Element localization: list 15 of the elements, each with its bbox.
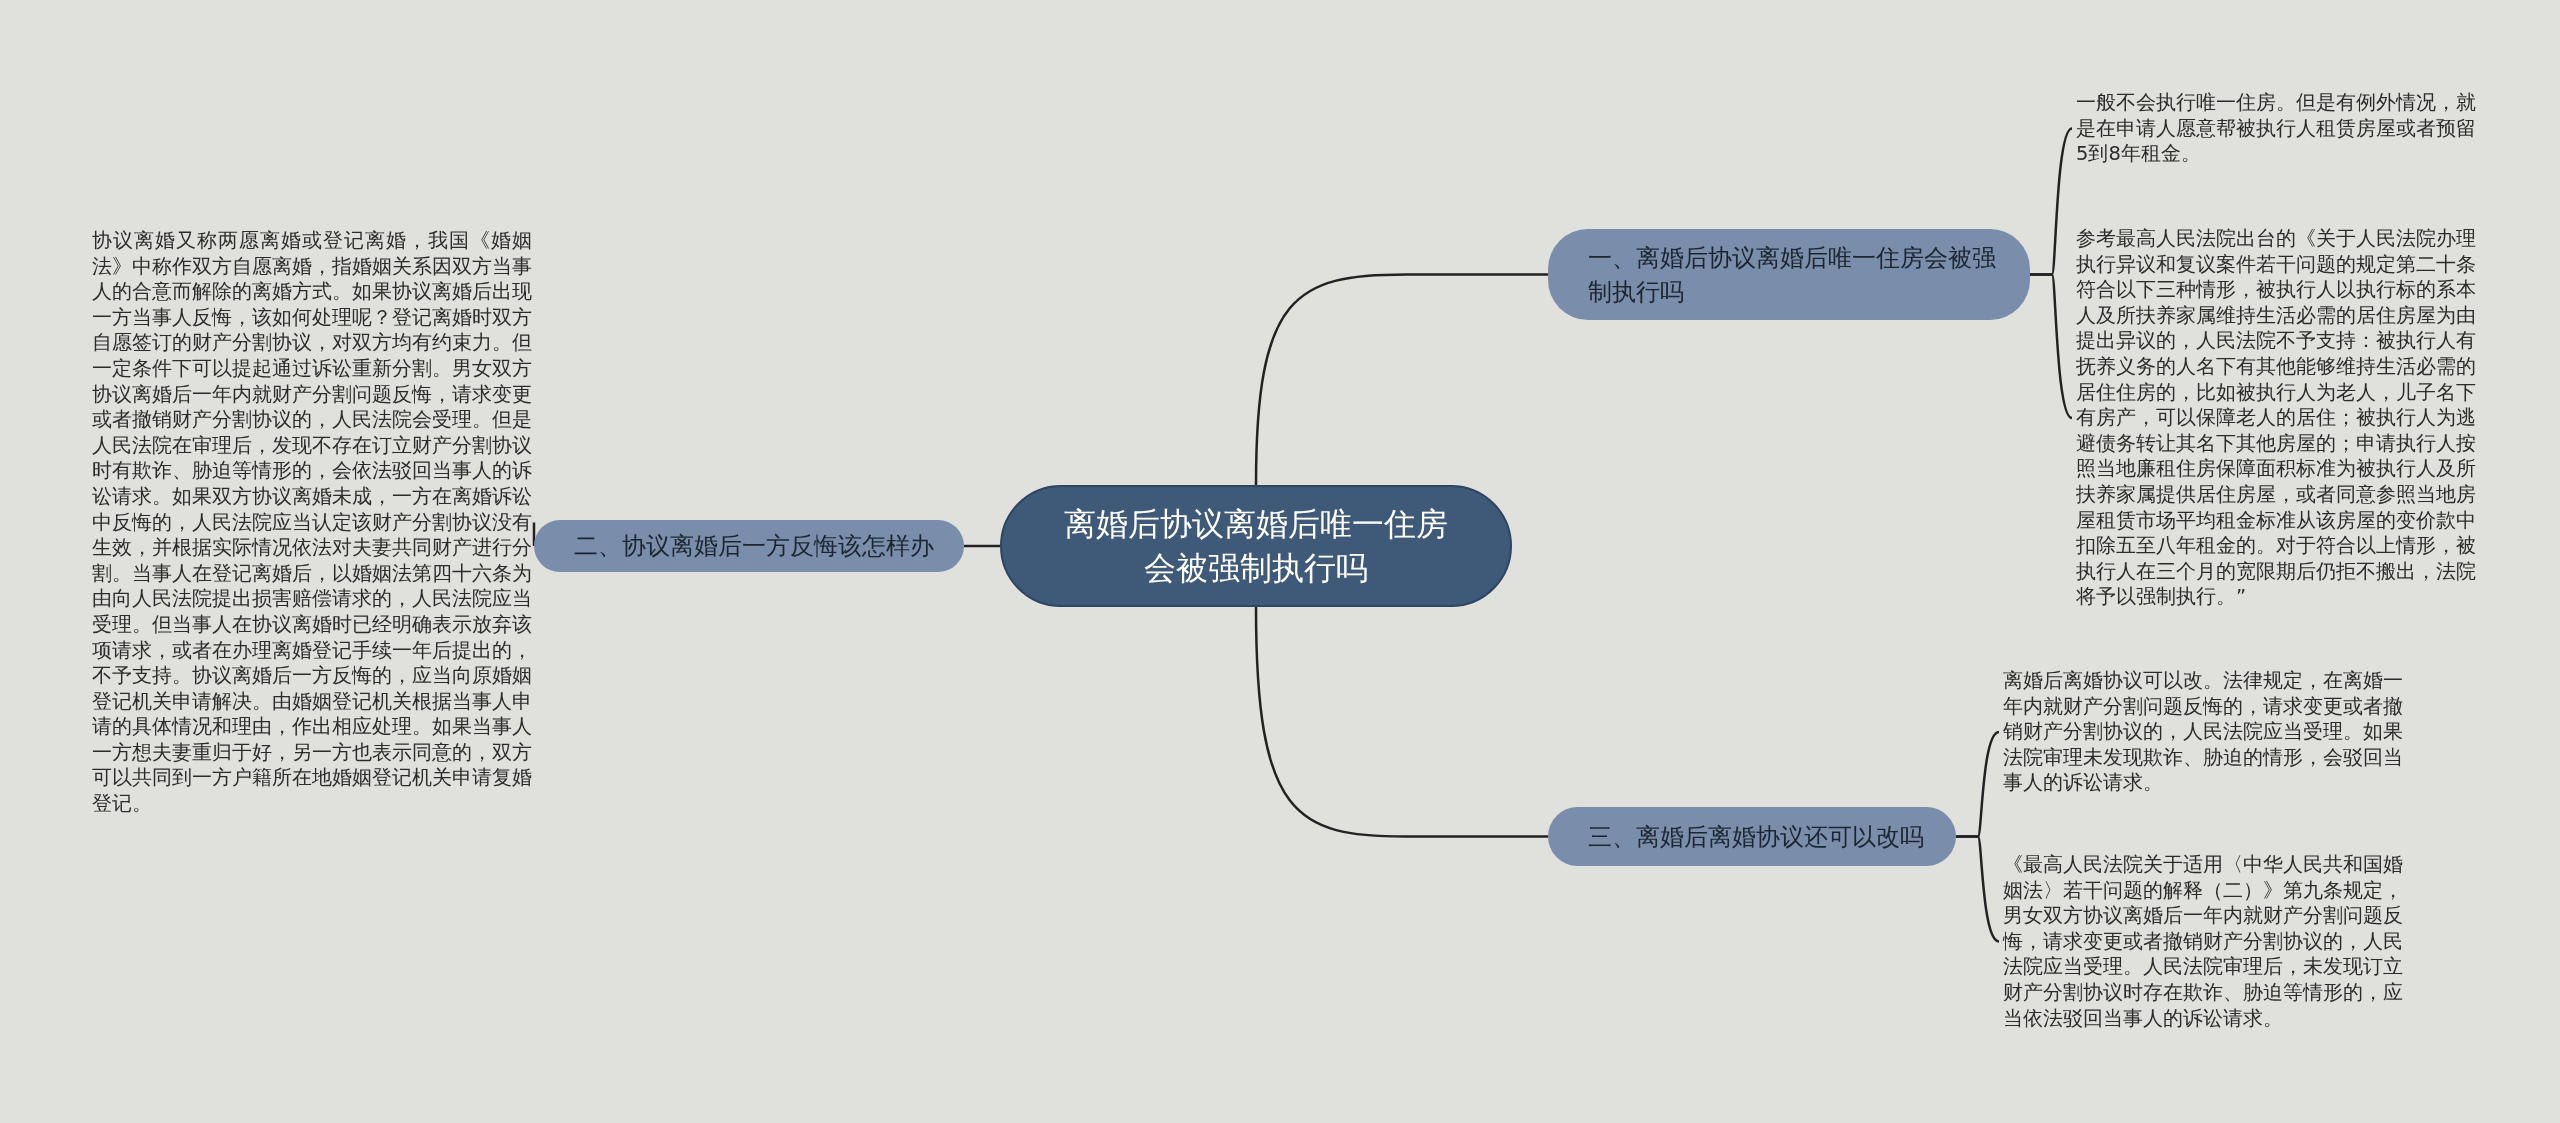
connector-line xyxy=(1254,606,1548,838)
subtopic-box: 二、协议离婚后一方反悔该怎样办 xyxy=(534,520,964,572)
connector-line xyxy=(1956,835,2000,943)
subtopic-box: 一、离婚后协议离婚后唯一住房会被强制执行吗 xyxy=(1548,229,2030,320)
subtopic-box: 三、离婚后离婚协议还可以改吗 xyxy=(1548,807,1956,866)
note-text: 参考最高人民法院出台的《关于人民法院办理执行异议和复议案件若干问题的规定第二十条符合以下三种情形，被执行人以执行标的系本人及所扶养家属维持生活必需的居住房屋为由提出异议的，人民法院不予支持：被执行人有抚养义务的人名下有其他能够维持生活必需的居住住房的，比如被执行人为老人，儿子名下有房产，可以保障老人的居住；被执行人为逃避债务转让其名下其他房屋的；申请执行人按照当地廉租住房保障面积标准为被执行人及所扶养家属提供居住房屋，或者同意参照当地房屋租赁市场平均租金标准从该房屋的变价款中扣除五至八年租金的。对于符合以上情形，被执行人在三个月的宽限期后仍拒不搬出，法院将予以强制执行。” xyxy=(2076,226,2476,610)
note-text: 一般不会执行唯一住房。但是有例外情况，就是在申请人愿意帮被执行人租赁房屋或者预留5到8年租金。 xyxy=(2076,90,2476,167)
note-text: 《最高人民法院关于适用〈中华人民共和国婚姻法〉若干问题的解释（二）》第九条规定，男女双方协议离婚后一年内就财产分割问题反悔，请求变更或者撤销财产分割协议的，人民法院应当受理。人民法院审理后，未发现订立财产分割协议时存在欺诈、胁迫等情形的，应当依法驳回当事人的诉讼请求。 xyxy=(2003,852,2403,1032)
connector-line xyxy=(1254,273,1548,486)
topic-box: 离婚后协议离婚后唯一住房会被强制执行吗 xyxy=(1000,485,1512,607)
note-text: 协议离婚又称两愿离婚或登记离婚，我国《婚姻法》中称作双方自愿离婚，指婚姻关系因双方当事人的合意而解除的离婚方式。如果协议离婚后出现一方当事人反悔，该如何处理呢？登记离婚时双方自愿签订的财产分割协议，对双方均有约束力。但一定条件下可以提起通过诉讼重新分割。男女双方协议离婚后一年内就财产分割问题反悔，请求变更或者撤销财产分割协议的，人民法院会受理。但是人民法院在审理后，发现不存在订立财产分割协议时有欺诈、胁迫等情形的，会依法驳回当事人的诉讼请求。如果双方协议离婚未成，一方在离婚诉讼中反悔的，人民法院应当认定该财产分割协议没有生效，并根据实际情况依法对夫妻共同财产进行分割。当事人在登记离婚后，以婚姻法第四十六条为由向人民法院提出损害赔偿请求的，人民法院应当受理。但当事人在协议离婚时已经明确表示放弃该项请求，或者在办理离婚登记手续一年后提出的，不予支持。协议离婚后一方反悔的，应当向原婚姻登记机关申请解决。由婚姻登记机关根据当事人申请的具体情况和理由，作出相应处理。如果当事人一方想夫妻重归于好，另一方也表示同意的，双方可以共同到一方户籍所在地婚姻登记机关申请复婚登记。 xyxy=(92,228,532,817)
connector-line xyxy=(964,544,1000,548)
connector-line xyxy=(532,522,536,546)
note-text: 离婚后离婚协议可以改。法律规定，在离婚一年内就财产分割问题反悔的，请求变更或者撤销财产分割协议的，人民法院应当受理。如果法院审理未发现欺诈、胁迫的情形，会驳回当事人的诉讼请求。 xyxy=(2003,668,2403,796)
connector-line xyxy=(2030,273,2073,419)
